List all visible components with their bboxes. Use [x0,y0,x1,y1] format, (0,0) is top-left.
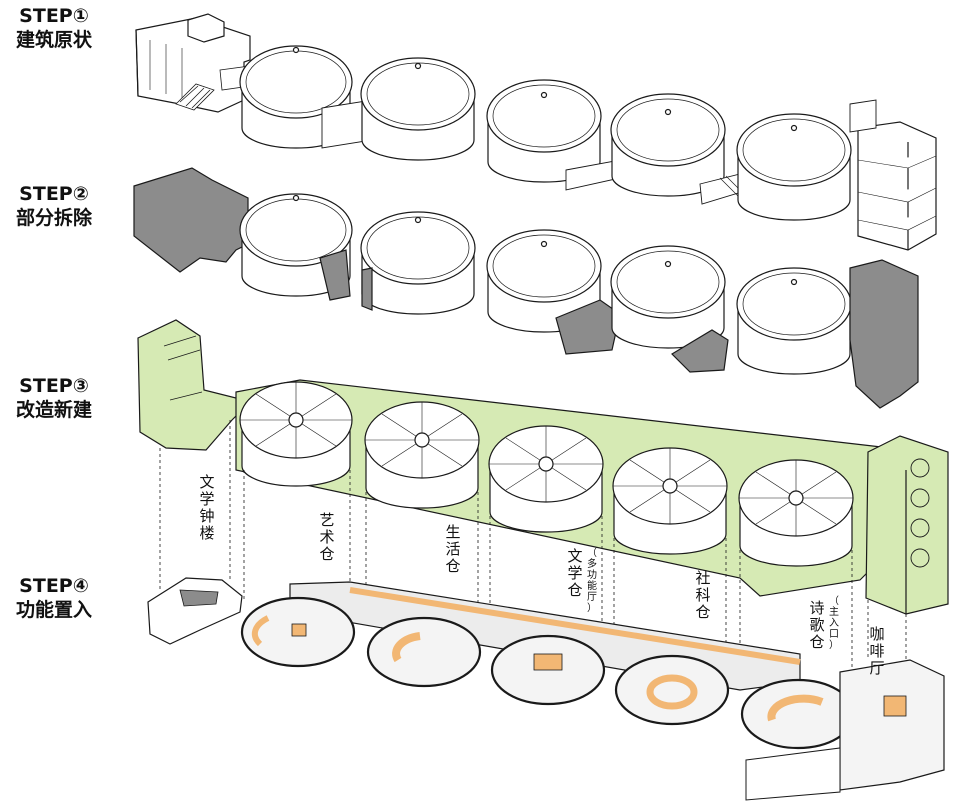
silo-dome-2 [364,401,480,509]
demolished-wall-1 [319,249,351,301]
function-note-poetry: （主入口） [829,596,839,651]
new-east-building [865,435,949,615]
step-3-label: STEP③ 改造新建 [6,374,102,422]
function-label-literature: 文学仓 [567,547,583,599]
demolished-east-annex [849,259,919,409]
existing-silo-3 [486,79,602,183]
demolished-west-annex [133,167,249,273]
plan-cafe-wing [839,659,945,791]
function-label-cafe: 咖啡厅 [869,625,885,677]
silo-dome-1 [239,381,353,487]
step4-function-plan [147,577,945,801]
step-1-number: STEP① [19,5,89,27]
plan-room-1 [240,596,356,668]
step-4-number: STEP④ [19,575,89,597]
plan-room-2 [366,616,482,688]
existing-tower-top [187,13,225,43]
step-2-title: 部分拆除 [15,207,92,229]
new-clock-tower [137,319,241,451]
step-1-label: STEP① 建筑原状 [6,4,102,52]
existing-silo-4 [610,93,726,197]
step2-partial-demolition [133,167,919,409]
step-2-label: STEP② 部分拆除 [6,182,102,230]
function-label-social: 社科仓 [695,569,711,621]
retained-silo-4 [610,245,726,349]
retained-silo-1 [239,193,353,297]
step3-new-build [137,319,949,615]
function-label-poetry: 诗歌仓 [809,599,825,651]
existing-stair [175,83,215,111]
plan-room-4 [614,654,730,726]
step-3-number: STEP③ [19,375,89,397]
plan-room-5 [740,678,856,750]
step-4-label: STEP④ 功能置入 [6,574,102,622]
function-note-literature: （多功能厅） [587,548,597,614]
retained-silo-5 [736,267,852,375]
silo-dome-4 [612,447,728,555]
existing-silo-5 [736,113,852,221]
function-label-clock-tower: 文学钟楼 [199,473,215,542]
existing-east-annex [857,121,937,251]
function-label-art: 艺术仓 [319,511,335,563]
retained-silo-2 [360,211,476,315]
projection-lines [159,420,907,690]
function-label-life: 生活仓 [445,523,461,575]
plan-room-3 [490,634,606,706]
demolished-wall-4 [671,329,729,373]
plan-clock-tower [147,577,243,645]
silo-dome-3 [488,425,604,533]
step1-existing-building [135,13,937,251]
step-4-title: 功能置入 [15,599,92,621]
step-3-title: 改造新建 [15,399,92,421]
step-2-number: STEP② [19,183,89,205]
existing-silo-2 [360,57,476,161]
silo-dome-5 [738,459,854,567]
step-1-title: 建筑原状 [15,29,92,51]
